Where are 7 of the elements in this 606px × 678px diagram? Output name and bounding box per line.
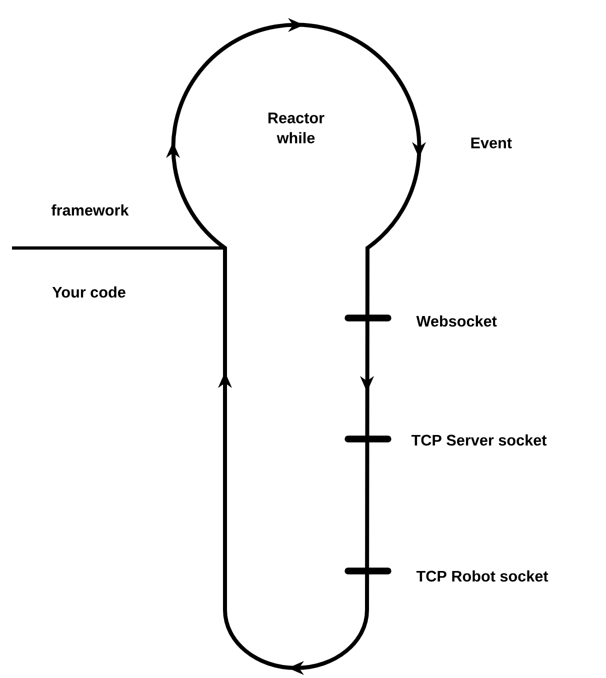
text-label: Websocket <box>416 315 497 327</box>
text-label: Event <box>471 138 512 148</box>
text-label: Your code <box>52 286 126 298</box>
text-label: TCP Server socket <box>411 434 547 446</box>
text-label: Reactor while <box>268 112 324 144</box>
text-label: framework <box>52 204 129 216</box>
text-label: TCP Robot socket <box>416 570 548 582</box>
